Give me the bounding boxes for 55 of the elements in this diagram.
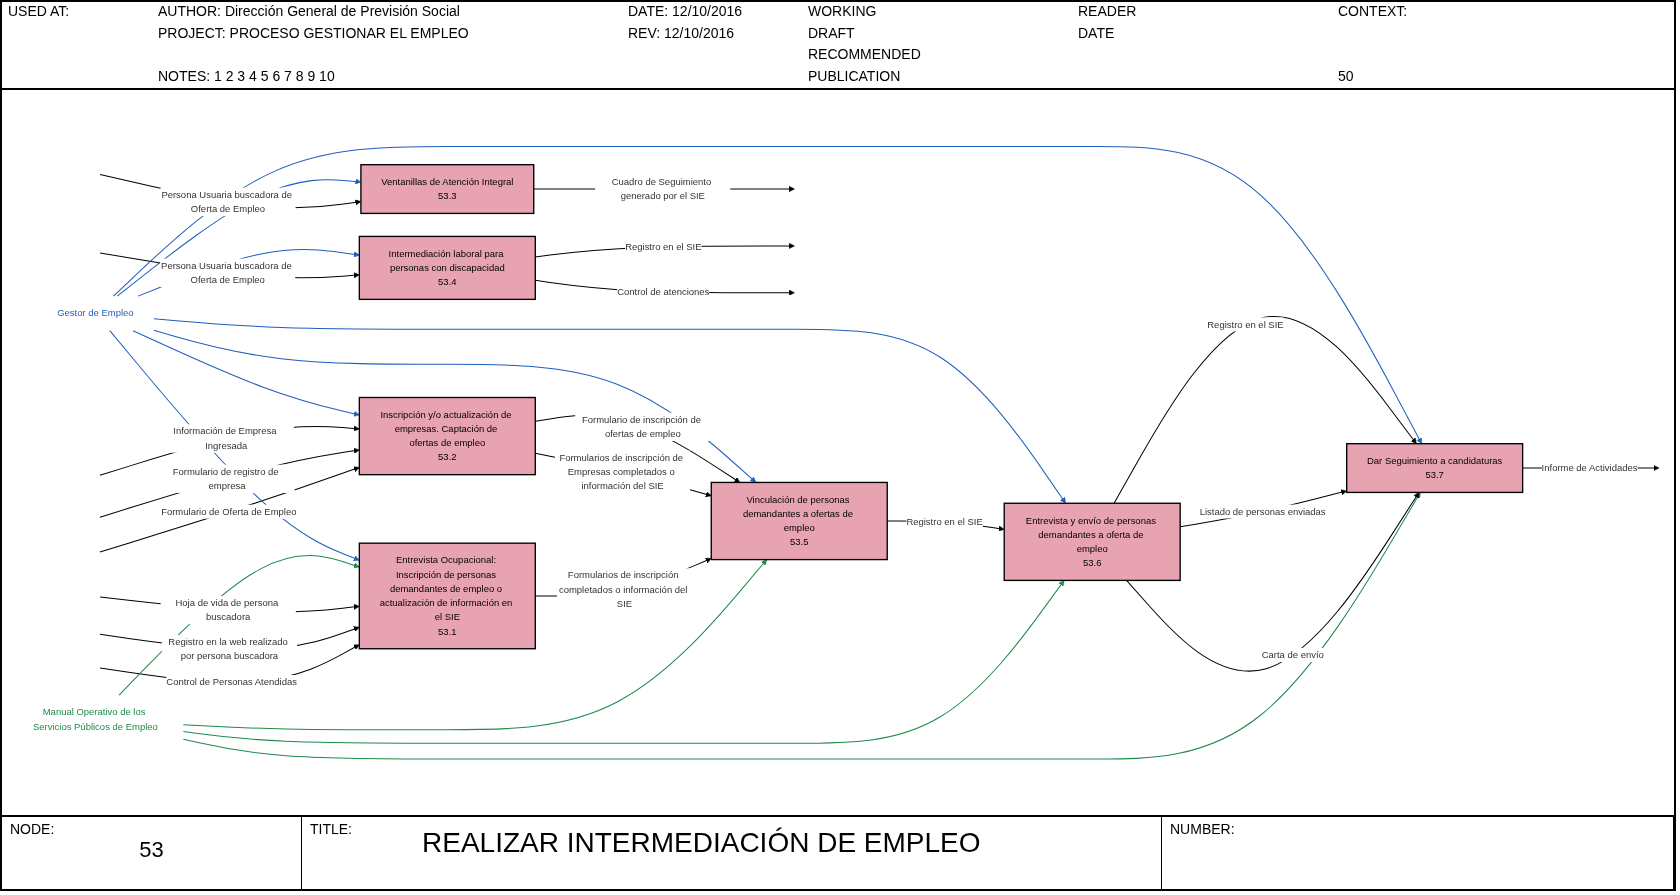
frame-label: NUMBER: (1170, 821, 1235, 837)
frame-label: 53 (138, 837, 165, 863)
node-box: Entrevista Ocupacional: Inscripción de personas demandantes de empleo o actualización de información en el SIE 53.1 (358, 542, 536, 650)
frame-label: PROJECT: PROCESO GESTIONAR EL EMPLEO (157, 23, 470, 43)
edge-label: Registro en la web realizado por persona buscadora (168, 635, 288, 661)
frame-label: TITLE: (310, 821, 352, 837)
node-box: Inscripción y/o actualización de empresas. Captación de ofertas de empleo 53.2 (358, 396, 536, 476)
edge-label: Información de Empresa Ingresada (173, 425, 277, 451)
arrow (1126, 491, 1420, 672)
arrow (113, 145, 1422, 444)
frame-label: AUTHOR: Dirección General de Previsión Social (157, 2, 461, 21)
arrow (182, 491, 1421, 760)
diagram-title: REALIZAR INTERMEDIACIÓN DE EMPLEO (422, 827, 981, 859)
edge-label: Registro en el SIE (625, 240, 702, 252)
frame-label: DATE: 12/10/2016 (627, 2, 744, 21)
node-box: Entrevista y envío de personas demandantes a oferta de empleo 53.6 (1003, 502, 1181, 581)
frame-label: WORKING (807, 2, 878, 21)
node-box: Intermediación laboral para personas con discapacidad 53.4 (358, 235, 536, 300)
edge-label: Informe de Actividades (1541, 462, 1638, 473)
frame-label: CONTEXT: (1337, 2, 1409, 21)
edge-label: Listado de personas enviadas (1199, 505, 1326, 517)
arrow (99, 466, 360, 553)
frame-label: NOTES: 1 2 3 4 5 6 7 8 9 10 (157, 66, 336, 86)
frame-label: PUBLICATION (807, 66, 902, 86)
arrow (153, 317, 1066, 504)
edge-label: Control de Personas Atendidas (166, 676, 297, 688)
edge-label: Formulario de Oferta de Empleo (161, 505, 297, 517)
edge-label: Control de atenciones (617, 285, 710, 297)
frame-label: DATE (1077, 23, 1116, 43)
frame-label: USED AT: (7, 2, 71, 21)
edge-label: Hoja de vida de persona buscadora (175, 596, 279, 622)
frame-label: 50 (1337, 66, 1355, 86)
frame-label: NODE: (10, 821, 55, 837)
arrow (132, 329, 360, 417)
frame-label: READER (1077, 2, 1138, 21)
edge-label: Carta de envío (1261, 649, 1324, 660)
edge-label: Registro en el SIE (1207, 318, 1284, 330)
frame-label: REV: 12/10/2016 (627, 23, 736, 43)
node-box: Vinculación de personas demandantes a ofertas de empleo 53.5 (710, 481, 888, 560)
arrow (182, 579, 1065, 744)
frame-label: DRAFT (807, 23, 856, 43)
node-box: Dar Seguimiento a candidaturas 53.7 (1346, 442, 1524, 493)
edge-label: Persona Usuaria buscadora de Oferta de Empleo (161, 259, 292, 285)
node-text: Gestor de Empleo (57, 307, 134, 319)
node-text: Manual Operativo de los Servicios Públicos de Empleo (32, 706, 158, 732)
edge-label: Formularios de inscripción de Empresas completados o información del SIE (559, 451, 684, 491)
edge-label: Persona Usuaria buscadora de Oferta de Empleo (161, 188, 293, 214)
arrow (99, 447, 360, 518)
edge-label: Formulario de registro de empresa (172, 465, 279, 491)
edge-label: Formularios de inscripción completados o información del SIE (558, 569, 688, 609)
node-box: Ventanillas de Atención Integral 53.3 (360, 163, 535, 214)
frame-label: RECOMMENDED (807, 45, 922, 64)
edge-label: Registro en el SIE (906, 516, 983, 528)
edge-label: Cuadro de Seguimiento generado por el SIE (611, 175, 712, 201)
edge-label: Formulario de inscripción de ofertas de empleo (582, 413, 702, 439)
